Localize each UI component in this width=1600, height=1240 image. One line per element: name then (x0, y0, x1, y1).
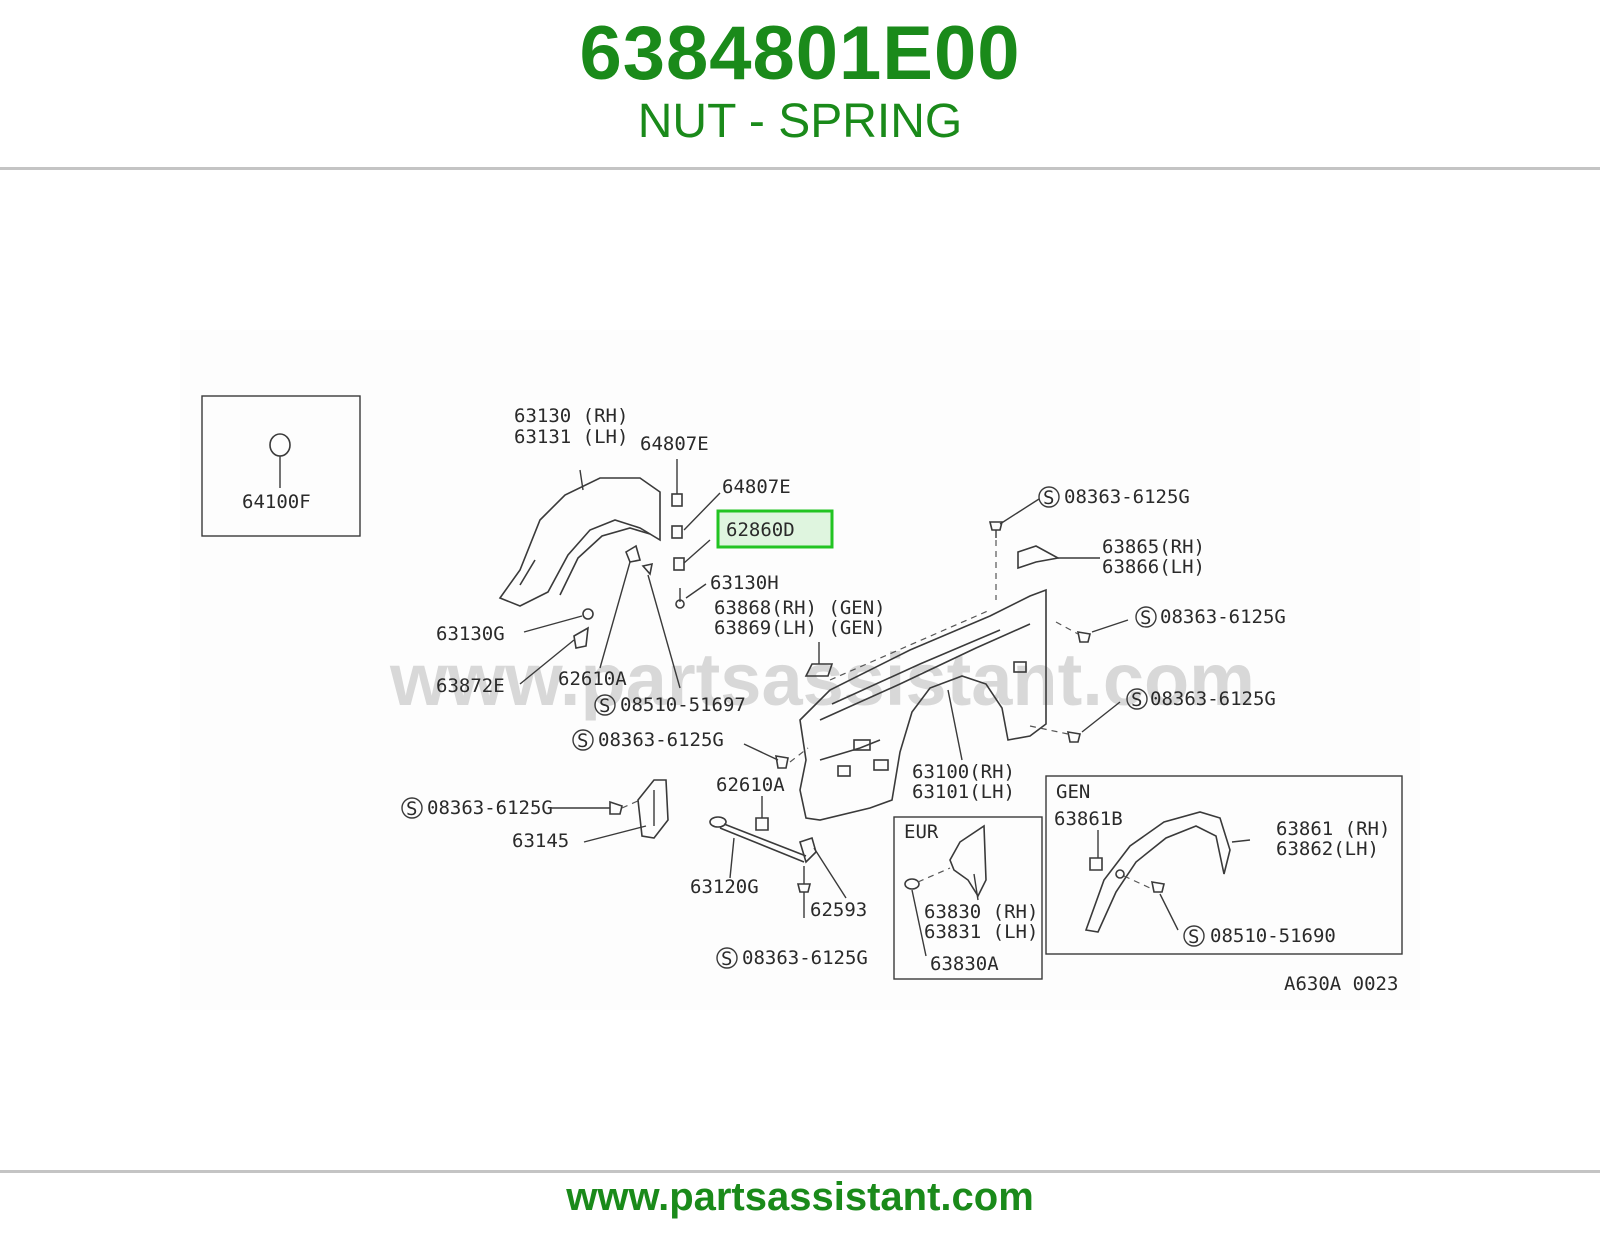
callout-62860D[interactable]: 62860D (726, 519, 795, 541)
callout-63872E[interactable]: 63872E (436, 675, 505, 697)
callout-63868[interactable]: 63868(RH) (GEN) (714, 597, 886, 619)
page-header: 6384801E00 NUT - SPRING (0, 0, 1600, 168)
svg-text:S: S (721, 948, 732, 970)
callout-63869[interactable]: 63869(LH) (GEN) (714, 617, 886, 639)
callout-63130[interactable]: 63130 (RH) (514, 405, 628, 427)
gen-variant-box: GEN 63861B 63861 (RH) 63862(LH) S 08510-… (1045, 775, 1403, 955)
clip-62610A-lower-drawing (755, 796, 769, 831)
callout-63861[interactable]: 63861 (RH) (1276, 818, 1390, 840)
screw-left-middle-drawing (743, 743, 809, 769)
callout-63130G[interactable]: 63130G (436, 623, 505, 645)
callout-08363-a[interactable]: 08363-6125G (1064, 486, 1190, 508)
diagram-reference: A630A 0023 (1284, 973, 1398, 995)
callout-63145[interactable]: 63145 (512, 830, 569, 852)
wheel-liner-drawing (498, 469, 661, 607)
callout-08363-c[interactable]: 08363-6125G (1150, 688, 1276, 710)
svg-text:S: S (1131, 689, 1142, 711)
svg-text:S: S (599, 695, 610, 717)
gen-label: GEN (1056, 781, 1090, 803)
bracket-63145-drawing (550, 779, 669, 843)
eur-variant-box: EUR 63830 (RH) 63831 (LH) 63830A (893, 816, 1043, 980)
standard-symbol-08363-c: S (1126, 688, 1148, 711)
callout-63830A[interactable]: 63830A (930, 953, 999, 975)
inset-64100F: 64100F (201, 395, 361, 537)
svg-text:S: S (1043, 487, 1054, 509)
callout-64807E-a[interactable]: 64807E (640, 433, 709, 455)
standard-symbol-08363-f: S (716, 947, 738, 970)
part-number-title: 6384801E00 (579, 11, 1021, 96)
callout-08510-51697[interactable]: 08510-51697 (620, 694, 746, 716)
standard-symbol-08363-e: S (401, 797, 423, 820)
bracket-63865-drawing (1017, 545, 1100, 570)
screw-right-upper-drawing (1055, 619, 1129, 643)
callout-08363-e[interactable]: 08363-6125G (427, 797, 553, 819)
top-screw-drawing (988, 498, 1040, 600)
fasteners-left-drawing (519, 544, 681, 689)
footer-website-link[interactable]: www.partsassistant.com (566, 1175, 1034, 1219)
standard-symbol-08510-51690: S (1183, 925, 1205, 948)
standard-symbol-08510-51697: S (594, 694, 616, 717)
callout-63131[interactable]: 63131 (LH) (514, 426, 628, 448)
callout-62610A-b[interactable]: 62610A (716, 774, 785, 796)
diagram-canvas (180, 330, 1420, 1010)
highlight-62860D-box (716, 509, 834, 549)
standard-symbol-08363-a: S (1038, 486, 1060, 509)
callout-63100[interactable]: 63100(RH) (912, 761, 1015, 783)
callout-63831[interactable]: 63831 (LH) (924, 921, 1038, 943)
standard-symbol-08363-d: S (572, 729, 594, 752)
footer-divider (0, 1170, 1600, 1173)
callout-63120G[interactable]: 63120G (690, 876, 759, 898)
front-fender-drawing (799, 588, 1047, 821)
callout-63866[interactable]: 63866(LH) (1102, 556, 1205, 578)
callout-63101[interactable]: 63101(LH) (912, 781, 1015, 803)
callout-64807E-b[interactable]: 64807E (722, 476, 791, 498)
callout-08363-b[interactable]: 08363-6125G (1160, 606, 1286, 628)
svg-text:S: S (577, 730, 588, 752)
callout-08510-51690[interactable]: 08510-51690 (1210, 925, 1336, 947)
callout-64100F[interactable]: 64100F (242, 491, 311, 513)
part-name-subtitle: NUT - SPRING (637, 95, 963, 148)
header-divider (0, 167, 1600, 170)
callout-08363-d[interactable]: 08363-6125G (598, 729, 724, 751)
clip-64807E-drawing (671, 459, 721, 571)
svg-text:S: S (1188, 926, 1199, 948)
eur-label: EUR (904, 821, 939, 843)
callout-63130H[interactable]: 63130H (710, 572, 779, 594)
callout-63865[interactable]: 63865(RH) (1102, 536, 1205, 558)
pad-63868-drawing (804, 642, 834, 677)
svg-text:S: S (1140, 607, 1151, 629)
callout-62593[interactable]: 62593 (810, 899, 867, 921)
screw-63130H-drawing (675, 583, 707, 609)
svg-text:S: S (406, 798, 417, 820)
callout-63861B[interactable]: 63861B (1054, 808, 1123, 830)
rod-63120G-drawing (709, 816, 847, 918)
callout-62610A-a[interactable]: 62610A (558, 668, 627, 690)
watermark-text: www.partsassistant.com (389, 638, 1255, 721)
callout-08363-f[interactable]: 08363-6125G (742, 947, 868, 969)
callout-63862[interactable]: 63862(LH) (1276, 838, 1379, 860)
screw-right-lower-drawing (1029, 701, 1121, 743)
callout-63830[interactable]: 63830 (RH) (924, 901, 1038, 923)
standard-symbol-08363-b: S (1135, 606, 1157, 629)
